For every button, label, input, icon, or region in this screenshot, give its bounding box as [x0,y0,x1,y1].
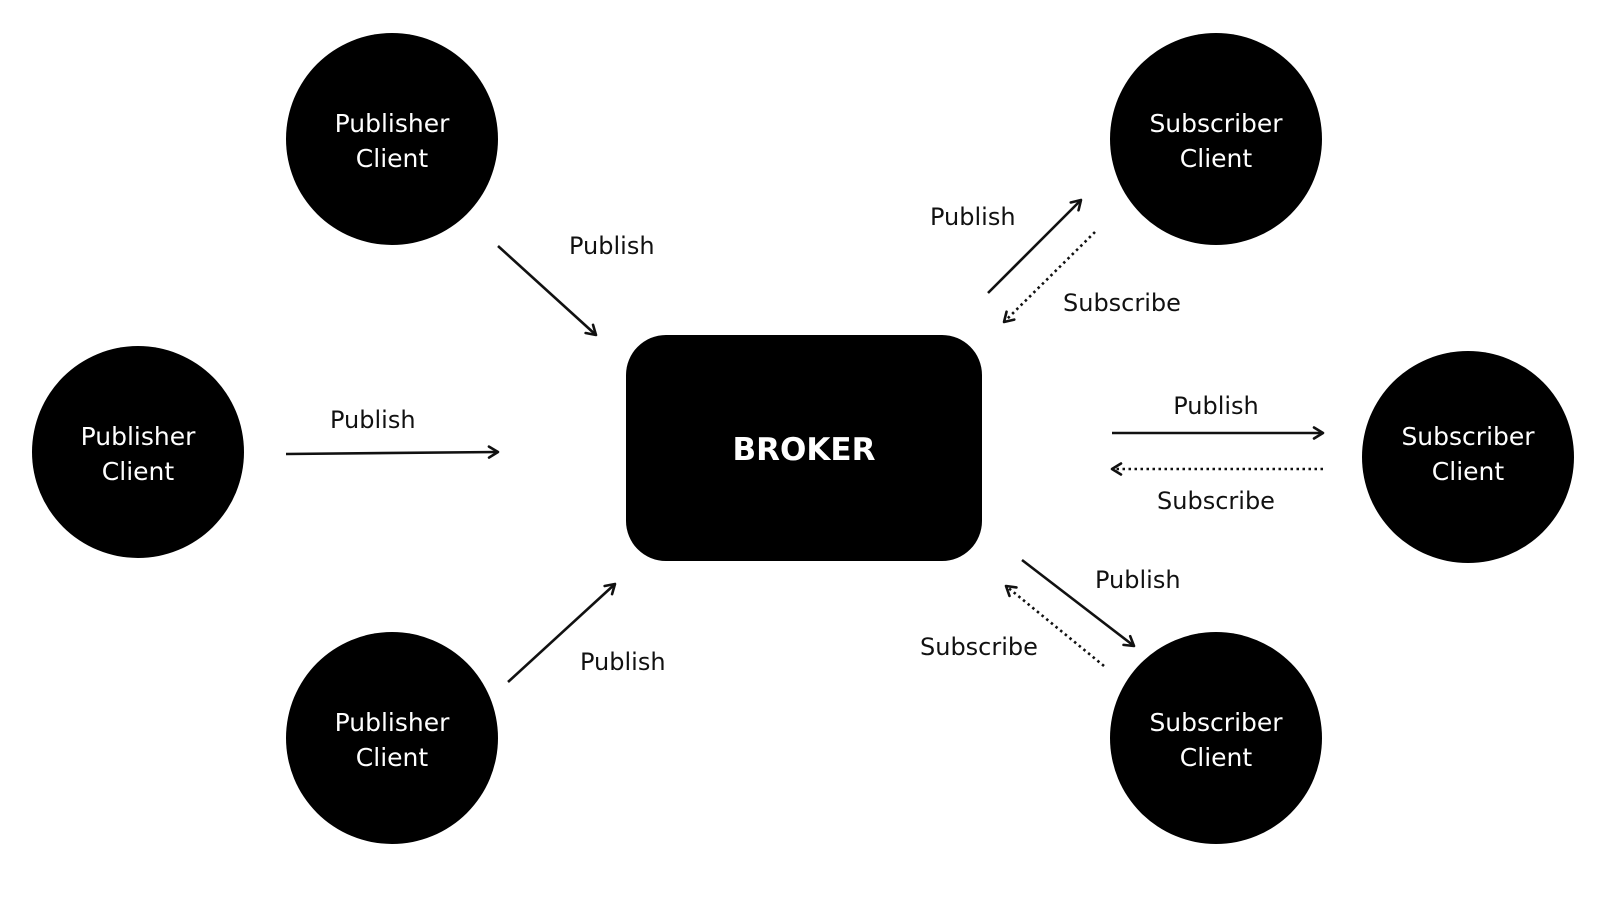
edge-broker-to-subscriber-bottom-publish [1021,558,1136,648]
subscriber-client-bottom: Subscriber Client [1110,632,1322,844]
publisher-client-bottom-circle [286,632,498,844]
edge-label-subscriber-top-subscribe: Subscribe [1063,289,1181,317]
edge-label-publisher-top: Publish [569,232,655,260]
subscriber-client-bottom-line2: Client [1180,743,1253,772]
edge-label-publisher-middle: Publish [330,406,416,434]
subscriber-client-top: Subscriber Client [1110,33,1322,245]
edge-publisher-bottom-to-broker [507,582,617,683]
subscriber-client-bottom-line1: Subscriber [1149,708,1283,737]
publisher-client-middle-line1: Publisher [81,422,196,451]
publisher-client-top: Publisher Client [286,33,498,245]
publisher-client-middle-circle [32,346,244,558]
subscriber-client-middle-line2: Client [1432,457,1505,486]
broker-node: BROKER [626,335,982,561]
subscriber-client-middle-circle [1362,351,1574,563]
edge-label-subscriber-top-publish: Publish [930,203,1016,231]
publisher-client-top-line2: Client [356,144,429,173]
edge-broker-to-subscriber-top-publish [987,198,1083,294]
edge-publisher-top-to-broker [497,245,598,337]
broker-box [626,335,982,561]
edge-label-subscriber-middle-subscribe: Subscribe [1157,487,1275,515]
publisher-client-bottom-line2: Client [356,743,429,772]
subscriber-client-middle-line1: Subscriber [1401,422,1535,451]
edge-label-subscriber-bottom-publish: Publish [1095,566,1181,594]
publisher-client-middle-line2: Client [102,457,175,486]
subscriber-client-bottom-circle [1110,632,1322,844]
subscriber-client-top-circle [1110,33,1322,245]
subscriber-client-middle: Subscriber Client [1362,351,1574,563]
publisher-client-bottom-line1: Publisher [335,708,450,737]
broker-label: BROKER [733,432,876,468]
subscriber-client-top-line1: Subscriber [1149,109,1283,138]
edge-label-subscriber-middle-publish: Publish [1173,392,1259,420]
edge-publisher-middle-to-broker [285,445,500,459]
publisher-client-middle: Publisher Client [32,346,244,558]
edge-label-subscriber-bottom-subscribe: Subscribe [920,633,1038,661]
publisher-client-top-circle [286,33,498,245]
publisher-client-top-line1: Publisher [335,109,450,138]
subscriber-client-top-line2: Client [1180,144,1253,173]
publisher-client-bottom: Publisher Client [286,632,498,844]
edge-label-publisher-bottom: Publish [580,648,666,676]
